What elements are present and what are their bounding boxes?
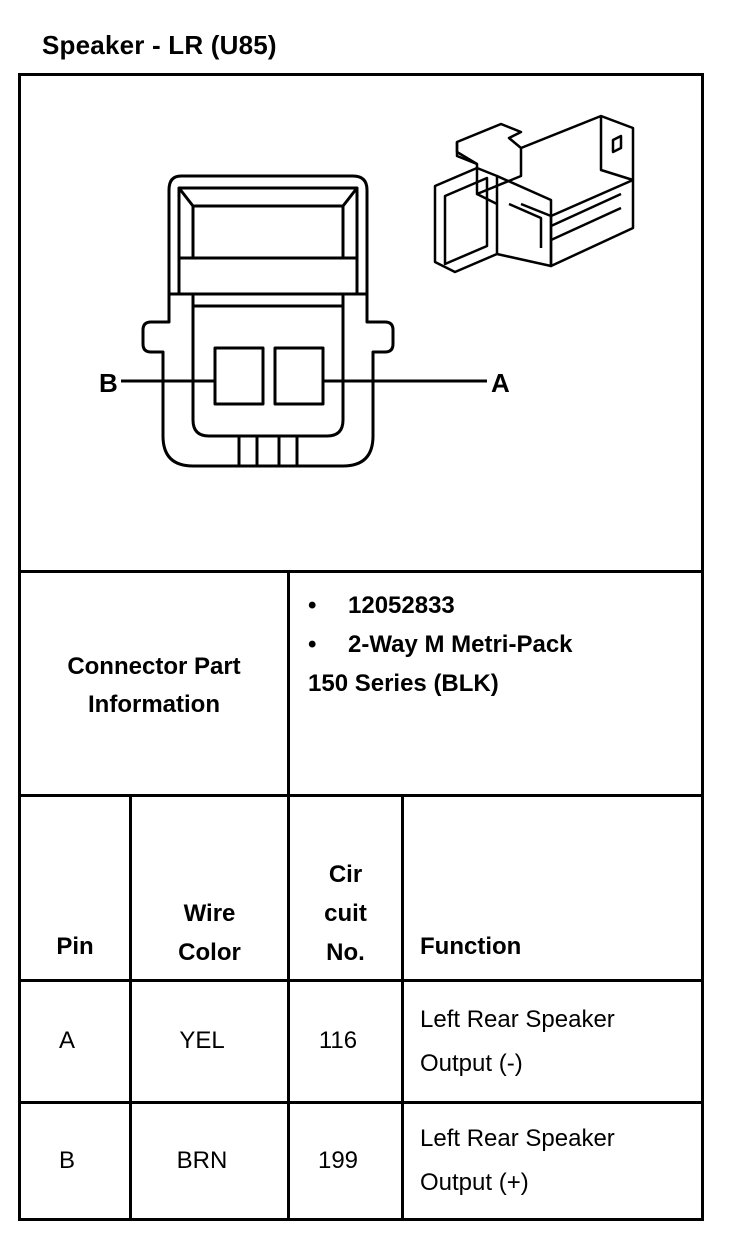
divider-info: [18, 794, 704, 797]
connector-info-label-line1: Connector Part: [67, 653, 241, 680]
header-circuit-no: Cir cuit No.: [290, 855, 401, 972]
bullet-icon: •: [308, 592, 317, 619]
row-b-pin: B: [58, 1147, 75, 1174]
header-circuit-line1: Cir: [328, 861, 363, 888]
divider-pin-col: [129, 794, 132, 1221]
divider-header: [18, 979, 704, 982]
connector-type: 2-Way M Metri-Pack: [348, 631, 573, 658]
header-circuit-line2: cuit: [324, 900, 367, 927]
connector-face-view: [121, 174, 487, 468]
pin-label-a: A: [491, 368, 510, 398]
row-a-function: Left Rear Speaker Output (-): [420, 998, 615, 1086]
connector-table-frame: [18, 73, 704, 1221]
row-b-function-line1: Left Rear Speaker: [420, 1125, 615, 1152]
header-wire-color: Wire Color: [132, 894, 287, 972]
part-number: 12052833: [348, 592, 455, 619]
header-pin: Pin: [56, 933, 94, 960]
page-title: Speaker - LR (U85): [42, 30, 277, 60]
header-wire-color-line2: Color: [178, 939, 241, 966]
divider-circuit-col: [401, 794, 404, 1221]
row-a-pin: A: [58, 1027, 75, 1054]
row-a-circuit: 116: [318, 1027, 358, 1054]
connector-info-label-line2: Information: [88, 691, 220, 718]
connector-3d-view: [433, 114, 635, 274]
divider-color-col: [287, 794, 290, 1221]
row-a-function-line2: Output (-): [420, 1050, 523, 1077]
divider-row-a: [18, 1101, 704, 1104]
connector-series: 150 Series (BLK): [308, 670, 499, 697]
bullet-icon: •: [308, 631, 317, 658]
connector-info-label: Connector Part Information: [21, 648, 287, 724]
divider-info-col: [287, 570, 290, 797]
connector-info-item: • 2-Way M Metri-Pack: [308, 631, 573, 659]
row-b-wire-color: BRN: [176, 1147, 228, 1174]
row-b-function: Left Rear Speaker Output (+): [420, 1117, 615, 1205]
row-a-wire-color: YEL: [179, 1027, 225, 1054]
divider-diagram: [18, 570, 704, 573]
row-a-function-line1: Left Rear Speaker: [420, 1006, 615, 1033]
connector-diagram: B A: [99, 114, 635, 468]
pin-label-b: B: [99, 368, 118, 398]
row-b-circuit: 199: [317, 1147, 359, 1174]
connector-info-item: • 12052833: [308, 592, 455, 620]
header-function: Function: [420, 933, 522, 960]
header-wire-color-line1: Wire: [183, 900, 236, 927]
header-circuit-line3: No.: [326, 939, 365, 966]
row-b-function-line2: Output (+): [420, 1169, 529, 1196]
